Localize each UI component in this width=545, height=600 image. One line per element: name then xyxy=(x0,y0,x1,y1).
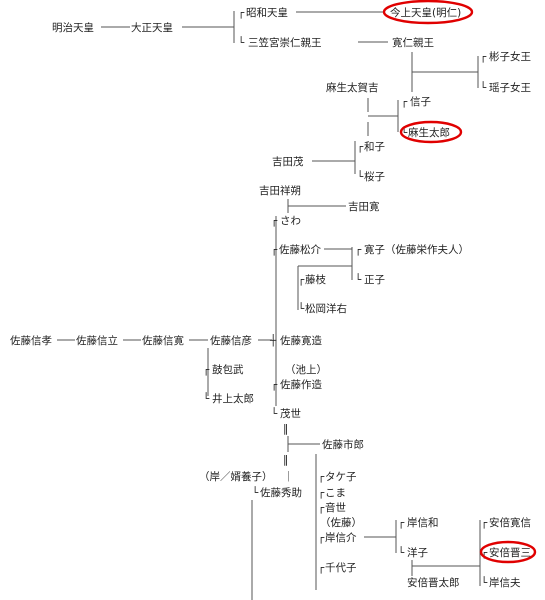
pipe-glyph: ｜ xyxy=(283,470,294,483)
highlight-circle xyxy=(399,120,463,144)
highlight-circle xyxy=(479,540,537,564)
corner-glyph: └ xyxy=(401,126,408,139)
person-tomohito: 寛仁親王 xyxy=(392,36,434,49)
person-fujie: 藤枝 xyxy=(305,273,326,286)
person-sawa: さわ xyxy=(280,215,301,227)
corner-glyph: ┌ xyxy=(298,274,305,286)
corner-glyph: └ xyxy=(480,81,487,94)
person-sato-shosuke: 佐藤松介 xyxy=(279,243,321,256)
tee-glyph: ┼ xyxy=(269,334,277,347)
person-kazuko: 和子 xyxy=(364,141,385,153)
person-sato-hirozo: 佐藤寛造 xyxy=(280,334,322,347)
corner-glyph: ┌ xyxy=(481,517,488,529)
person-sato-nobutatsu: 佐藤信立 xyxy=(76,334,118,347)
corner-glyph: ┌ xyxy=(480,51,487,63)
person-yoko: 瑶子女王 xyxy=(489,81,531,94)
double-line-glyph: ‖ xyxy=(283,423,288,435)
corner-glyph: ┌ xyxy=(318,502,325,514)
person-sato-paren: （佐藤） xyxy=(320,516,362,529)
corner-glyph: ┌ xyxy=(318,487,325,499)
corner-glyph: └ xyxy=(355,273,362,286)
person-tsutsumi: 鼓包武 xyxy=(212,363,244,376)
person-nobuko: 信子 xyxy=(410,96,431,108)
person-abe-shinzo: 安倍晋三 xyxy=(489,546,531,559)
corner-glyph: ┌ xyxy=(398,517,405,529)
person-take: タケ子 xyxy=(325,471,357,483)
person-kishi-nobuo: 岸信夫 xyxy=(489,577,521,589)
person-hiroko: 寛子（佐藤栄作夫人） xyxy=(364,243,469,256)
corner-glyph: ┌ xyxy=(203,364,210,376)
corner-glyph: ┌ xyxy=(271,244,278,256)
person-kinjo: 今上天皇(明仁) xyxy=(390,6,461,19)
person-akiko: 彬子女王 xyxy=(489,50,531,63)
corner-glyph: ┌ xyxy=(271,379,278,391)
person-yoshida-shosaku: 吉田祥朔 xyxy=(259,184,301,197)
person-taisho: 大正天皇 xyxy=(131,21,173,34)
person-kishi-nobusuke: 岸信介 xyxy=(325,532,357,544)
person-sato-nobutaka: 佐藤信孝 xyxy=(10,334,52,347)
double-line-glyph: ‖ xyxy=(283,454,288,466)
corner-glyph: ┌ xyxy=(318,562,325,574)
person-yoshida-shigeru: 吉田茂 xyxy=(272,155,304,168)
corner-glyph: ┌ xyxy=(238,7,245,19)
corner-glyph: └ xyxy=(398,546,405,559)
person-abe-shintaro: 安倍晋太郎 xyxy=(407,576,460,589)
corner-glyph: └ xyxy=(203,392,210,405)
person-chiyoko: 千代子 xyxy=(325,562,357,574)
corner-glyph: ┌ xyxy=(401,96,408,108)
person-moyo: 茂世 xyxy=(280,407,301,420)
person-aso-taro: 麻生太郎 xyxy=(408,126,450,139)
person-sato-ichiro: 佐藤市郎 xyxy=(322,438,364,451)
corner-glyph: ┌ xyxy=(355,244,362,256)
person-ikegami: （池上） xyxy=(285,363,327,376)
person-abe-hironobu: 安倍寛信 xyxy=(489,516,531,529)
person-sakurako: 桜子 xyxy=(364,170,385,183)
corner-glyph: └ xyxy=(481,576,488,589)
person-sato-hidesuke: 佐藤秀助 xyxy=(260,486,302,499)
person-meiji: 明治天皇 xyxy=(52,21,94,34)
corner-glyph: └ xyxy=(271,407,278,420)
person-yoshida-hiroshi: 吉田寛 xyxy=(348,200,380,213)
person-sato-nobuhiro: 佐藤信寛 xyxy=(142,334,184,347)
highlight-circle xyxy=(382,0,474,25)
person-aso-takakichi: 麻生太賀吉 xyxy=(326,81,379,94)
person-sato-sakuzo: 佐藤作造 xyxy=(280,378,322,391)
person-kishi-adopt: （岸／婿養子） xyxy=(199,470,273,483)
person-koma: こま xyxy=(325,487,346,499)
person-showa: 昭和天皇 xyxy=(246,6,288,19)
person-otose: 音世 xyxy=(325,501,346,514)
person-mikasa: 三笠宮崇仁親王 xyxy=(248,36,322,49)
corner-glyph: └ xyxy=(298,302,305,315)
person-masako: 正子 xyxy=(364,274,385,286)
person-kishi-nobukazu: 岸信和 xyxy=(407,517,439,529)
corner-glyph: └ xyxy=(357,170,364,183)
person-yoko2: 洋子 xyxy=(407,546,428,559)
person-inoue-taro: 井上太郎 xyxy=(212,392,254,405)
corner-glyph: ┌ xyxy=(318,471,325,483)
corner-glyph: └ xyxy=(252,486,259,499)
corner-glyph: ┌ xyxy=(318,532,325,544)
corner-glyph: └ xyxy=(238,36,245,49)
corner-glyph: ┌ xyxy=(357,141,364,153)
person-matsuoka: 松岡洋右 xyxy=(305,302,347,315)
person-sato-nobuhiko: 佐藤信彦 xyxy=(210,334,252,347)
corner-glyph: ┌ xyxy=(481,547,488,559)
corner-glyph: ┌ xyxy=(271,215,278,227)
